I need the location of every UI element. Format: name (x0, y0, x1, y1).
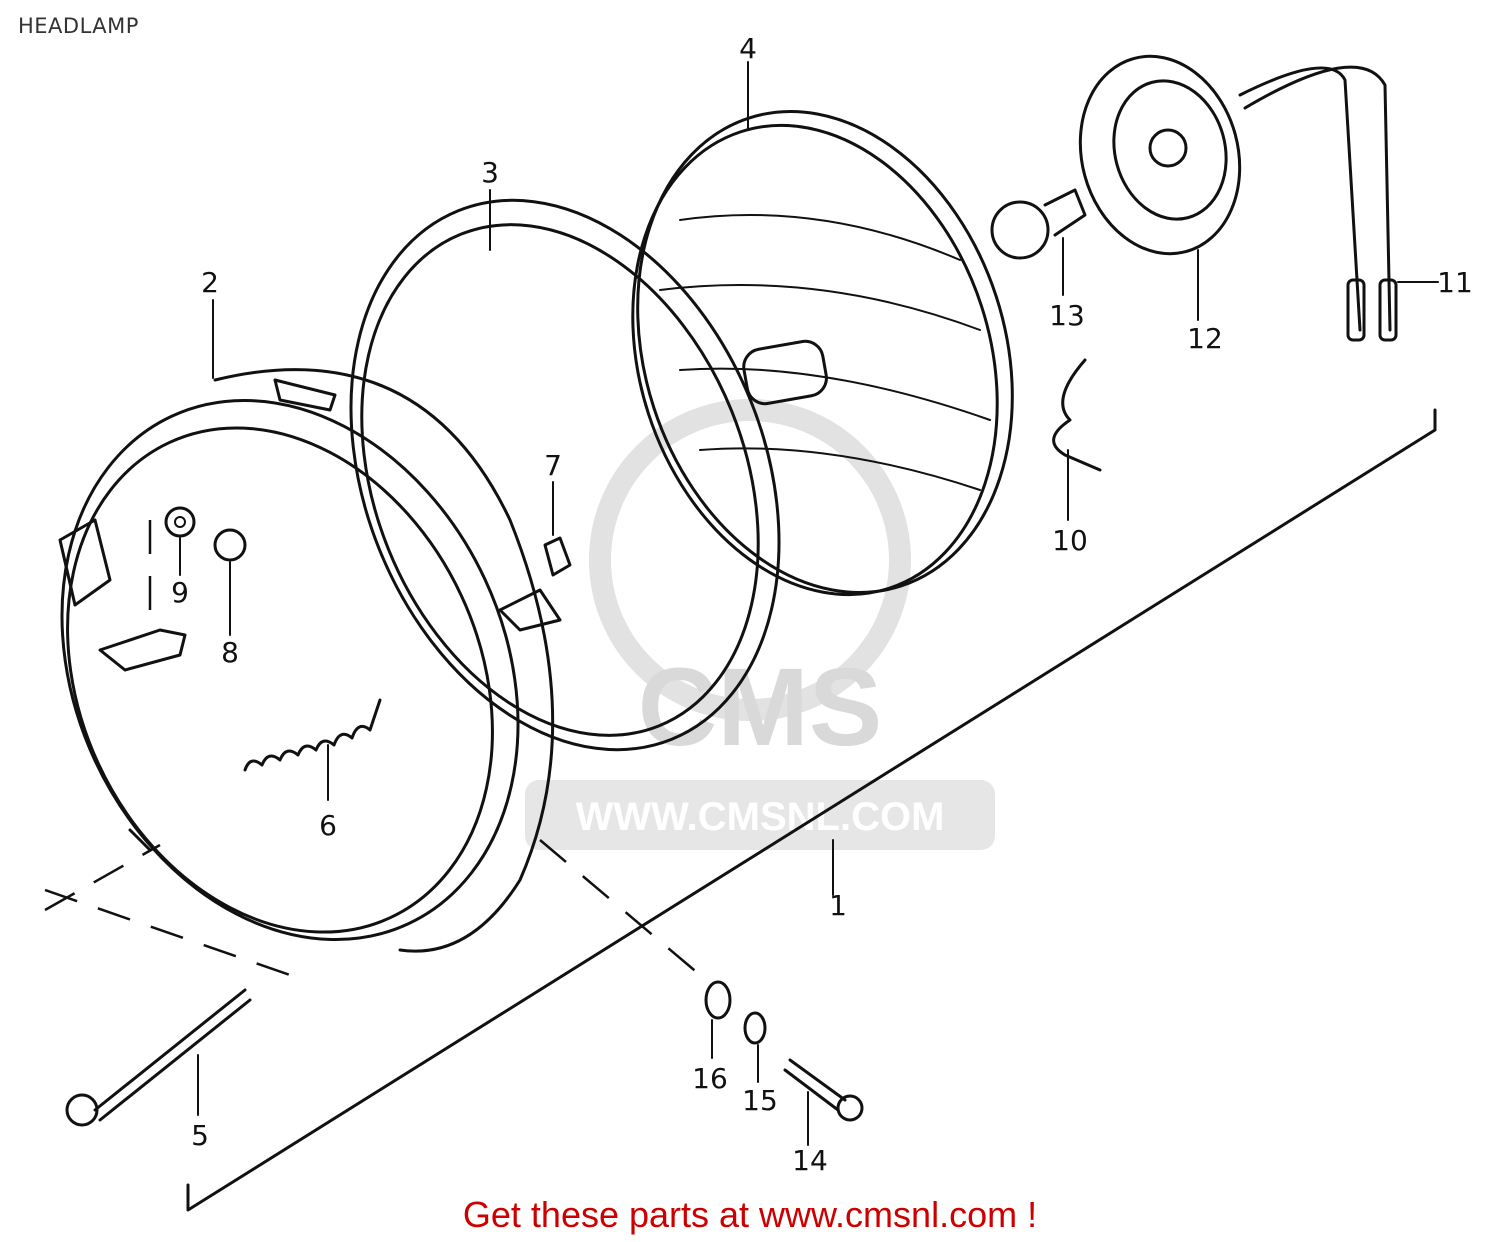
part-11-wires (1238, 65, 1398, 342)
callout-2: 2 (201, 266, 219, 299)
part-10-wire-clip (1052, 358, 1102, 472)
small-fasteners (164, 506, 572, 577)
callout-11: 11 (1437, 266, 1473, 299)
part-4-lens (631, 110, 1014, 597)
callout-3: 3 (481, 156, 499, 189)
part-12-socket (1078, 54, 1242, 256)
watermark-url: WWW.CMSNL.COM (576, 795, 945, 839)
callout-numbers: 1 2 3 4 5 6 7 8 9 10 11 12 13 14 15 16 (171, 32, 1473, 1177)
callout-16: 16 (692, 1062, 728, 1095)
part-5-long-screw (65, 988, 252, 1127)
callout-13: 13 (1049, 299, 1085, 332)
callout-9: 9 (171, 576, 189, 609)
diagram-title: HEADLAMP (18, 14, 139, 38)
callout-4: 4 (739, 32, 757, 65)
leader-lines (179, 61, 1439, 1146)
part-6-spring (243, 698, 382, 772)
callout-6: 6 (319, 809, 337, 842)
watermark: CMS WWW.CMSNL.COM (525, 399, 995, 850)
callout-5: 5 (191, 1119, 209, 1152)
callout-8: 8 (221, 636, 239, 669)
part-2-housing (58, 368, 555, 953)
watermark-logo: CMS (638, 646, 882, 769)
callout-10: 10 (1052, 524, 1088, 557)
part-3-rim (349, 198, 781, 752)
part-13-bulb (990, 188, 1087, 260)
callout-7: 7 (544, 449, 562, 482)
callout-1: 1 (829, 889, 847, 922)
small-screw-set (704, 980, 864, 1122)
callout-15: 15 (742, 1084, 778, 1117)
alignment-lines (44, 520, 701, 977)
assembly-bracket (186, 408, 1437, 1212)
footer-link[interactable]: Get these parts at www.cmsnl.com ! (462, 1194, 1038, 1235)
callout-14: 14 (792, 1144, 828, 1177)
callout-12: 12 (1187, 322, 1223, 355)
